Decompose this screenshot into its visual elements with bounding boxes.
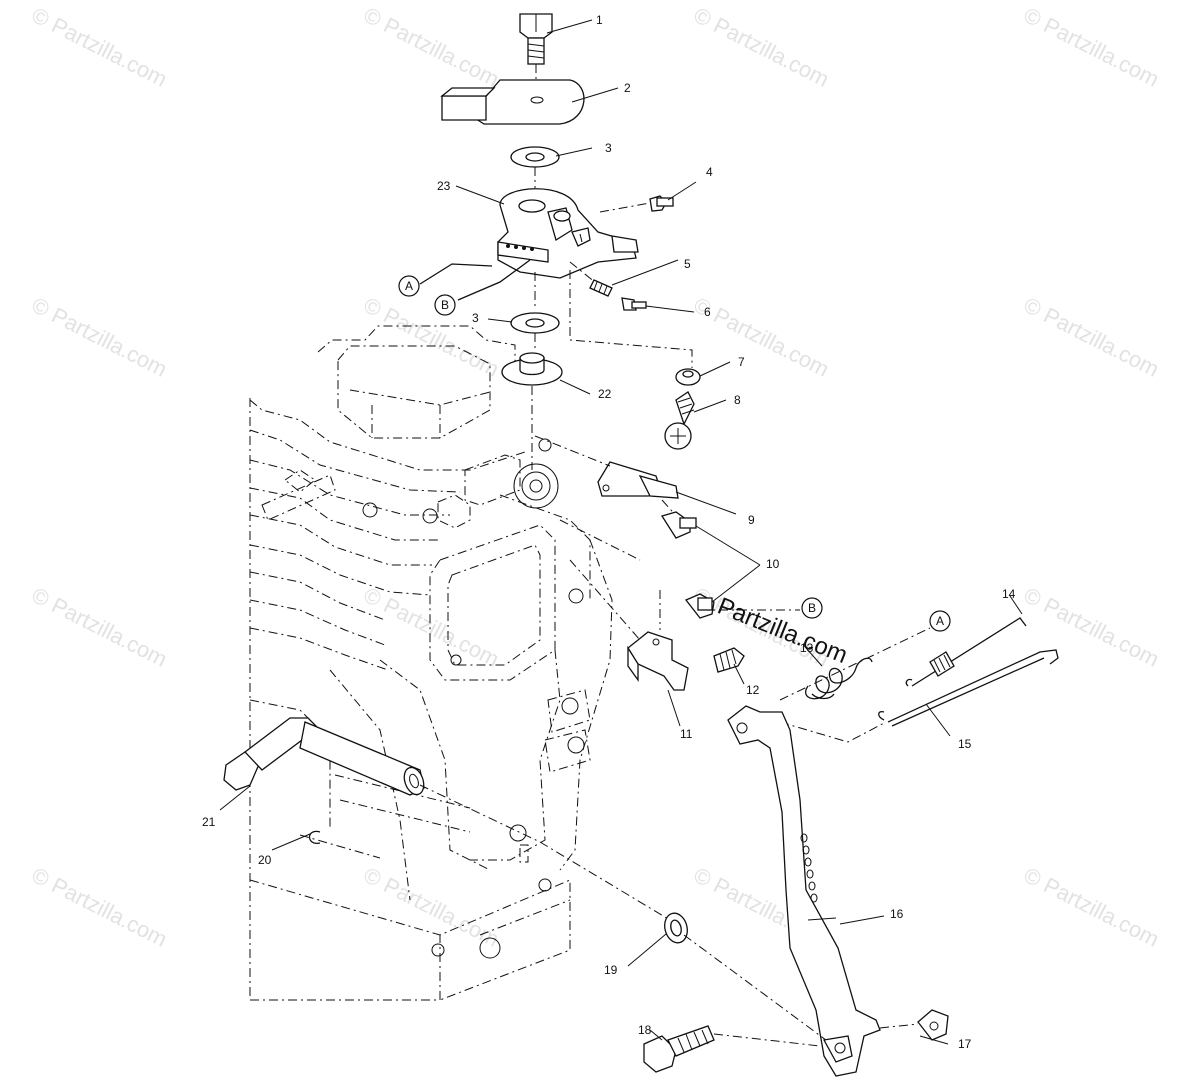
callout-8: 8 bbox=[734, 393, 741, 407]
part-11-bracket bbox=[569, 559, 689, 691]
callout-19: 19 bbox=[604, 963, 618, 977]
callout-22: 22 bbox=[598, 387, 612, 401]
callouts: 1 2 3 4 23 5 6 3 22 7 8 9 10 11 12 13 14… bbox=[202, 13, 1016, 1051]
part-5-set-screw bbox=[569, 261, 613, 297]
callout-12: 12 bbox=[746, 683, 760, 697]
callout-6: 6 bbox=[704, 305, 711, 319]
callout-13: 13 bbox=[800, 641, 814, 655]
callout-11: 11 bbox=[680, 727, 693, 741]
callout-3: 3 bbox=[472, 311, 479, 325]
part-23-governor-arm bbox=[497, 188, 639, 279]
part-16-lever bbox=[727, 705, 881, 1077]
part-3-washer-top bbox=[510, 146, 560, 188]
part-20-clip bbox=[308, 830, 321, 844]
callout-17: 17 bbox=[958, 1037, 972, 1051]
callout-9: 9 bbox=[748, 513, 755, 527]
watermark: © Partzilla.com bbox=[1020, 292, 1163, 382]
part-2-plate bbox=[440, 79, 585, 125]
part-19-washer bbox=[539, 841, 827, 1041]
engine-block bbox=[249, 325, 613, 1001]
ref-b-right: B bbox=[801, 597, 823, 619]
ref-a-right: A bbox=[929, 610, 951, 632]
part-17-nut bbox=[879, 1009, 949, 1041]
callout-3: 3 bbox=[605, 141, 612, 155]
callout-23: 23 bbox=[437, 179, 451, 193]
part-13-spring bbox=[805, 657, 873, 700]
callout-5: 5 bbox=[684, 257, 691, 271]
ref-a-label: A bbox=[936, 614, 944, 628]
watermark: © Partzilla.com bbox=[1020, 862, 1163, 952]
part-22-bushing bbox=[501, 352, 563, 470]
part-15-rod bbox=[878, 649, 1059, 727]
part-21-governor-shaft bbox=[223, 717, 541, 843]
callout-7: 7 bbox=[738, 355, 745, 369]
part-7-nut bbox=[569, 270, 701, 386]
watermark: © Partzilla.com bbox=[360, 862, 503, 952]
part-10-screws bbox=[559, 511, 715, 619]
watermarks: © Partzilla.com © Partzilla.com © Partzi… bbox=[28, 2, 1163, 952]
watermark: © Partzilla.com bbox=[360, 292, 503, 382]
part-1-bolt bbox=[519, 13, 553, 86]
part-3-washer-lower bbox=[510, 272, 560, 350]
callout-21: 21 bbox=[202, 815, 216, 829]
callout-20: 20 bbox=[258, 853, 272, 867]
ref-b-label: B bbox=[808, 601, 816, 615]
watermark: © Partzilla.com bbox=[28, 862, 171, 952]
ref-b-top: B bbox=[434, 294, 456, 316]
watermark: © Partzilla.com bbox=[28, 292, 171, 382]
watermark: © Partzilla.com bbox=[690, 292, 833, 382]
callout-14: 14 bbox=[1002, 587, 1016, 601]
part-9-bracket bbox=[534, 435, 681, 521]
watermark: © Partzilla.com bbox=[28, 582, 171, 672]
part-14-spring bbox=[905, 617, 1027, 687]
callout-1: 1 bbox=[596, 13, 603, 27]
callout-2: 2 bbox=[624, 81, 631, 95]
leader-lines bbox=[219, 19, 1023, 1045]
callout-16: 16 bbox=[890, 907, 904, 921]
part-12-spring bbox=[713, 647, 745, 673]
watermark: © Partzilla.com bbox=[360, 2, 503, 92]
watermark: © Partzilla.com bbox=[1020, 582, 1163, 672]
callout-4: 4 bbox=[706, 165, 713, 179]
part-18-bolt bbox=[643, 1025, 821, 1073]
callout-10: 10 bbox=[766, 557, 780, 571]
ref-a-top: A bbox=[398, 275, 420, 297]
callout-15: 15 bbox=[958, 737, 972, 751]
part-8-bolt bbox=[664, 391, 695, 450]
callout-18: 18 bbox=[638, 1023, 652, 1037]
watermark: © Partzilla.com bbox=[690, 2, 833, 92]
watermark: © Partzilla.com bbox=[1020, 2, 1163, 92]
watermark: © Partzilla.com bbox=[28, 2, 171, 92]
ref-a-label: A bbox=[405, 279, 413, 293]
ref-b-label: B bbox=[441, 298, 449, 312]
part-4-screw bbox=[599, 195, 674, 213]
watermark: © Partzilla.com bbox=[360, 582, 503, 672]
part-6-screw bbox=[621, 297, 647, 311]
